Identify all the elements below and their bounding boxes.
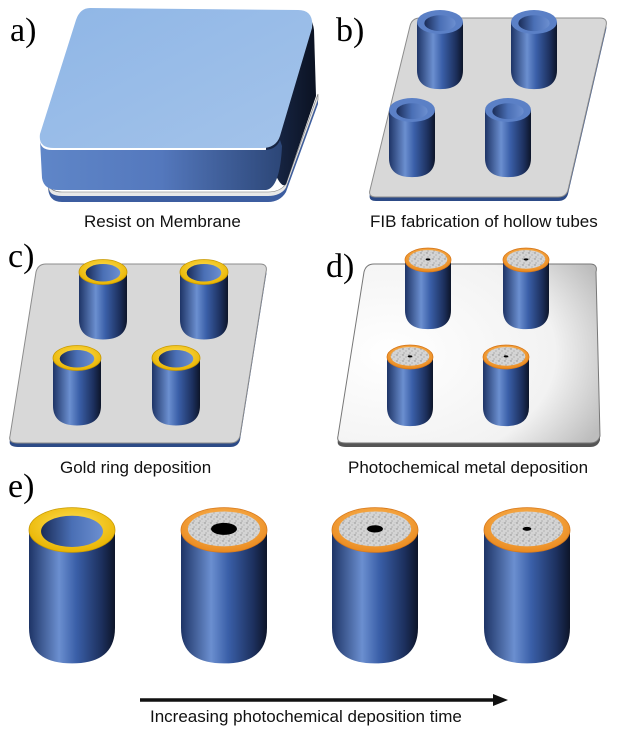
panel-c-tube [179, 259, 229, 340]
tube-opening [424, 15, 456, 32]
panel-d-label: d) [326, 248, 355, 285]
tube-opening [492, 103, 524, 120]
tube-opening [518, 15, 550, 32]
panel-b-tube [417, 10, 463, 90]
panel-c-label: c) [8, 238, 35, 275]
tubes-layer [28, 10, 571, 664]
pore [210, 522, 238, 535]
panel-b-tube [389, 98, 435, 178]
panel-b-tube [485, 98, 531, 178]
tube-opening [158, 350, 194, 368]
tube-opening [186, 264, 222, 282]
panel-c-tube [52, 345, 102, 426]
panel-b-caption: FIB fabrication of hollow tubes [370, 212, 598, 231]
pore [522, 526, 532, 531]
panel-c-caption: Gold ring deposition [60, 458, 212, 477]
panel-e-tube-small-pore [483, 507, 571, 664]
panel-e-tube-medium-pore [331, 507, 419, 664]
panel-d-tube [386, 344, 434, 427]
panel-e-label: e) [8, 468, 35, 505]
time-arrow [140, 694, 508, 706]
tube-opening [396, 103, 428, 120]
tube-opening [59, 350, 95, 368]
panel-a-label: a) [10, 12, 37, 49]
panel-e-tube-gold-ring [28, 507, 116, 664]
panel-a-resist-block [39, 8, 319, 202]
panel-d-tube [482, 344, 530, 427]
panel-e-tube-large-pore [180, 507, 268, 664]
panel-a-caption: Resist on Membrane [84, 212, 241, 231]
panel-b-tube [511, 10, 557, 90]
tube-opening [41, 515, 103, 547]
pore [367, 525, 383, 533]
panel-d-substrate [337, 263, 601, 447]
tube-opening [85, 264, 121, 282]
pore [503, 355, 509, 358]
panel-d-caption: Photochemical metal deposition [348, 458, 589, 477]
panel-e-caption: Increasing photochemical deposition time [150, 707, 462, 726]
pore [523, 258, 529, 261]
pore [425, 258, 431, 261]
pore [407, 355, 413, 358]
panel-c-tube [78, 259, 128, 340]
panel-d-tube [502, 247, 550, 330]
panel-d-tube [404, 247, 452, 330]
panel-b-label: b) [336, 12, 365, 49]
panel-c-tube [151, 345, 201, 426]
